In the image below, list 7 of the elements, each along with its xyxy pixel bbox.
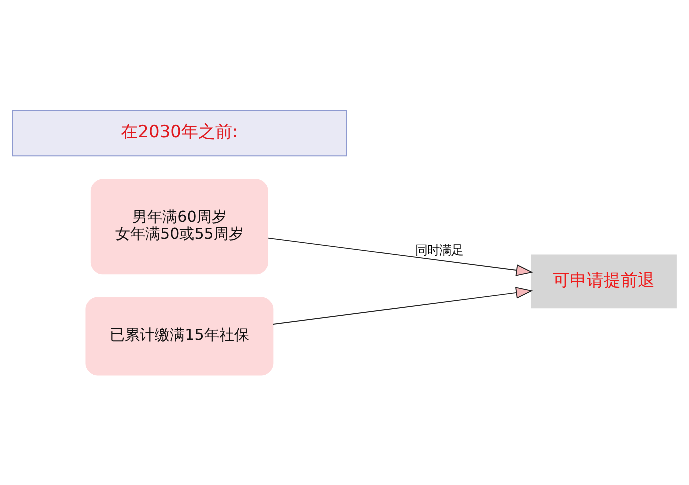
arrow	[268, 237, 534, 276]
node-box: 已累计缴满15年社保	[86, 296, 274, 376]
arrow	[272, 286, 534, 324]
node-box: 在2030年之前:	[12, 110, 348, 156]
node-box: 男年满60周岁 女年满50或55周岁	[90, 178, 268, 274]
node-box: 可申请提前退	[532, 254, 677, 308]
edge-label: 同时满足	[415, 243, 464, 258]
